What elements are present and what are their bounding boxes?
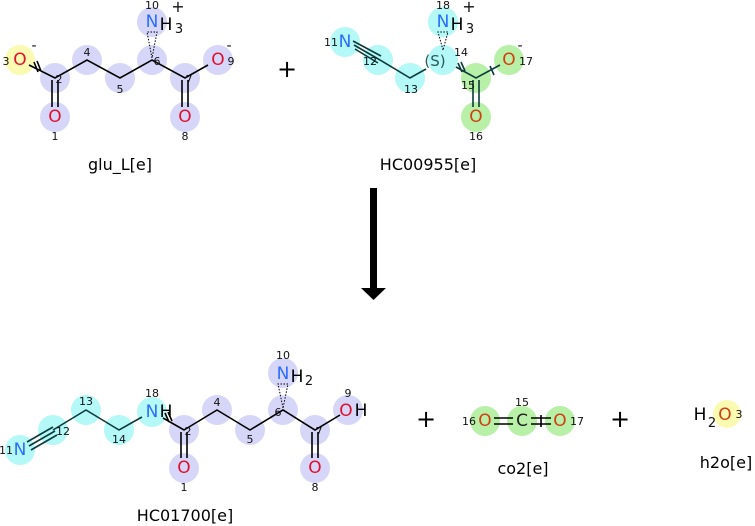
stereo-label: (S) bbox=[424, 52, 445, 70]
atom-number: 3 bbox=[736, 408, 743, 421]
atom-o9: O bbox=[211, 50, 224, 70]
atom-number: 18 bbox=[145, 387, 159, 400]
atom-o8: O bbox=[178, 107, 191, 127]
atom-n11: N bbox=[339, 32, 352, 52]
atom-number: 5 bbox=[117, 83, 124, 96]
atom-h-label: H bbox=[355, 401, 368, 421]
atom-number: 8 bbox=[182, 130, 189, 143]
atom-number: 17 bbox=[570, 415, 584, 428]
atom-number: 12 bbox=[363, 55, 377, 68]
atom-c15: C bbox=[516, 411, 528, 431]
atom-o1: O bbox=[48, 107, 61, 127]
atom-number: 5 bbox=[247, 433, 254, 446]
plus-sign: + bbox=[416, 405, 436, 433]
atom-n10: N bbox=[277, 364, 290, 384]
atom-h-label: H bbox=[160, 402, 173, 422]
atom-number: 15 bbox=[461, 79, 475, 92]
molecule-h2o: H 2 O 3 h2o[e] bbox=[694, 400, 752, 472]
charge: - bbox=[517, 38, 522, 54]
atom-number: 12 bbox=[56, 425, 70, 438]
charge: - bbox=[31, 38, 36, 54]
atom-number: 7 bbox=[186, 73, 193, 86]
subscript: 2 bbox=[708, 416, 716, 431]
atom-number: 7 bbox=[316, 425, 323, 438]
plus-sign: + bbox=[277, 55, 297, 83]
atom-number: 18 bbox=[436, 0, 450, 12]
atom-number: 2 bbox=[56, 73, 63, 86]
atom-number: 1 bbox=[52, 130, 59, 143]
atom-number: 6 bbox=[275, 406, 282, 419]
atom-n18: N bbox=[437, 12, 450, 32]
atom-number: 9 bbox=[228, 55, 235, 68]
subscript: 3 bbox=[466, 22, 474, 37]
atom-number: 2 bbox=[185, 425, 192, 438]
atom-number: 13 bbox=[79, 395, 93, 408]
charge: + bbox=[171, 0, 184, 16]
molecule-name: HC00955[e] bbox=[380, 155, 476, 174]
atom-number: 16 bbox=[462, 415, 476, 428]
reaction-arrow bbox=[361, 188, 386, 300]
atom-number: 6 bbox=[154, 55, 161, 68]
molecule-hc00955: N N H 3 + (S) O O - 11 12 13 14 15 16 17… bbox=[324, 0, 533, 174]
atom-number: 4 bbox=[214, 396, 221, 409]
molecule-name: h2o[e] bbox=[700, 453, 752, 472]
molecule-name: glu_L[e] bbox=[88, 155, 152, 175]
molecule-name: co2[e] bbox=[497, 459, 548, 478]
atom-number: 4 bbox=[84, 46, 91, 59]
atom-number: 10 bbox=[145, 0, 159, 12]
atom-number: 11 bbox=[0, 444, 13, 457]
atom-o1: O bbox=[177, 458, 190, 478]
atom-number: 14 bbox=[454, 46, 468, 59]
atom-o17: O bbox=[553, 411, 566, 431]
atom-o16: O bbox=[469, 107, 482, 127]
atom-h-label: H bbox=[694, 405, 707, 425]
atom-number: 9 bbox=[345, 387, 352, 400]
atom-n11: N bbox=[14, 440, 27, 460]
atom-h2-label: H bbox=[291, 367, 304, 387]
atom-o9: O bbox=[339, 401, 352, 421]
molecule-glu-l: O O O O N H 3 + - - 1 2 3 4 5 6 7 8 9 10… bbox=[3, 0, 235, 175]
molecule-hc01700: N N H O N H 2 O H O 1 2 4 5 6 7 8 9 10 1… bbox=[0, 349, 367, 525]
molecule-name: HC01700[e] bbox=[137, 506, 233, 525]
atom-number: 13 bbox=[404, 83, 418, 96]
atom-o3: O bbox=[13, 50, 26, 70]
atom-n10: N bbox=[146, 12, 159, 32]
atom-number: 8 bbox=[312, 481, 319, 494]
atom-h3-label: H bbox=[451, 15, 464, 35]
atom-n18: N bbox=[146, 402, 159, 422]
atom-h3-label: H bbox=[160, 15, 173, 35]
subscript: 3 bbox=[175, 22, 183, 37]
atom-number: 3 bbox=[3, 55, 10, 68]
atom-number: 1 bbox=[181, 481, 188, 494]
molecule-co2: O C O 15 16 17 co2[e] bbox=[462, 396, 584, 478]
atom-number: 16 bbox=[469, 130, 483, 143]
subscript: 2 bbox=[305, 374, 313, 389]
atom-number: 11 bbox=[324, 36, 338, 49]
atom-number: 10 bbox=[276, 349, 290, 362]
charge: + bbox=[462, 0, 475, 16]
atom-number: 15 bbox=[515, 396, 529, 409]
atom-o17: O bbox=[502, 50, 515, 70]
atom-number: 17 bbox=[519, 55, 533, 68]
atom-o16: O bbox=[478, 411, 491, 431]
atom-o8: O bbox=[308, 458, 321, 478]
atom-number: 14 bbox=[112, 433, 126, 446]
charge: - bbox=[226, 38, 231, 54]
atom-o3: O bbox=[718, 405, 731, 425]
plus-sign: + bbox=[610, 405, 630, 433]
